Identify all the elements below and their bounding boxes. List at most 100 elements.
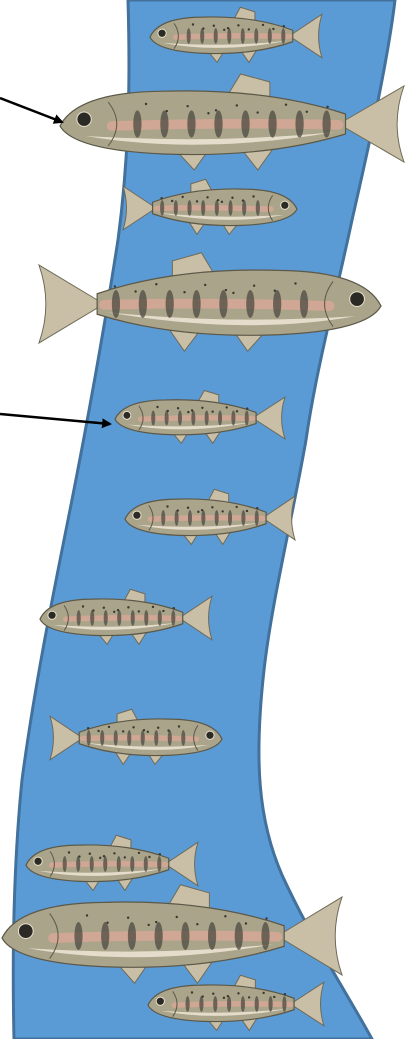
speckle (201, 407, 203, 409)
speckle (225, 406, 227, 408)
parr-mark (295, 110, 303, 137)
speckle (217, 199, 219, 201)
speckle (231, 197, 233, 199)
speckle (82, 605, 84, 607)
speckle (245, 922, 247, 924)
parr-mark (205, 411, 209, 426)
lateral-stripe (174, 1004, 290, 1005)
parr-mark (133, 110, 141, 137)
speckle (256, 111, 258, 113)
parr-mark (231, 411, 235, 426)
eye (206, 731, 214, 739)
speckle (134, 290, 136, 292)
speckle (211, 410, 213, 412)
arrow-group (0, 98, 110, 424)
eye (281, 201, 289, 209)
speckle (103, 855, 105, 857)
speckle (256, 507, 258, 509)
parr-mark (255, 996, 259, 1012)
parr-mark (161, 510, 165, 526)
speckle (138, 852, 140, 854)
parr-mark (74, 922, 82, 950)
parr-mark (187, 28, 191, 44)
parr-mark (218, 411, 222, 426)
speckle (152, 606, 154, 608)
speckle (103, 607, 105, 609)
speckle (183, 291, 185, 293)
speckle (248, 996, 250, 998)
speckle (181, 196, 183, 198)
parr-mark (273, 290, 281, 318)
parr-mark (155, 922, 163, 950)
speckle (99, 857, 101, 859)
speckle (173, 607, 175, 609)
speckle (306, 111, 308, 113)
speckle (176, 916, 178, 918)
eye (156, 997, 164, 1005)
speckle (206, 196, 208, 198)
speckle (68, 851, 70, 853)
parr-mark (130, 856, 134, 872)
parr-mark (151, 411, 155, 426)
parr-mark (141, 730, 145, 746)
parr-mark (227, 28, 231, 44)
speckle (127, 606, 129, 608)
parr-mark (254, 28, 258, 44)
eye (350, 292, 365, 307)
speckle (186, 105, 188, 107)
speckle (89, 853, 91, 855)
parr-mark (282, 996, 286, 1012)
parr-mark (300, 290, 308, 318)
speckle (78, 855, 80, 857)
parr-mark (158, 610, 162, 626)
parr-mark (228, 510, 232, 526)
speckle (284, 993, 286, 995)
parr-mark (117, 610, 121, 626)
speckle (197, 511, 199, 513)
parr-mark (181, 730, 185, 746)
parr-mark (246, 290, 254, 318)
speckle (143, 729, 145, 731)
parr-mark (256, 200, 260, 216)
eye (123, 411, 131, 419)
eye (77, 112, 91, 126)
parr-mark (144, 856, 148, 872)
parr-mark (90, 856, 94, 872)
parr-mark (160, 110, 168, 137)
parr-mark (227, 996, 231, 1012)
speckle (212, 993, 214, 995)
speckle (213, 25, 215, 27)
lateral-stripe (156, 208, 271, 209)
parr-mark (166, 290, 174, 318)
parr-mark (261, 922, 269, 950)
speckle (145, 103, 147, 105)
parr-mark (139, 290, 147, 318)
speckle (227, 27, 229, 29)
parr-mark (157, 856, 161, 872)
speckle (124, 856, 126, 858)
speckle (196, 200, 198, 202)
speckle (187, 411, 189, 413)
parr-mark (114, 730, 118, 746)
speckle (242, 199, 244, 201)
parr-mark (241, 110, 249, 137)
parr-mark (208, 922, 216, 950)
speckle (204, 284, 206, 286)
speckle (86, 914, 88, 916)
speckle (177, 407, 179, 409)
speckle (227, 995, 229, 997)
parr-mark (188, 510, 192, 526)
parr-mark (187, 110, 195, 137)
speckle (237, 24, 239, 26)
speckle (262, 992, 264, 994)
speckle (248, 28, 250, 30)
parr-mark (268, 110, 276, 137)
lateral-stripe (53, 936, 277, 938)
parr-mark (181, 922, 189, 950)
speckle (162, 610, 164, 612)
speckle (274, 290, 276, 292)
speckle (160, 197, 162, 199)
speckle (202, 27, 204, 29)
speckle (246, 407, 248, 409)
parr-mark (90, 610, 94, 626)
